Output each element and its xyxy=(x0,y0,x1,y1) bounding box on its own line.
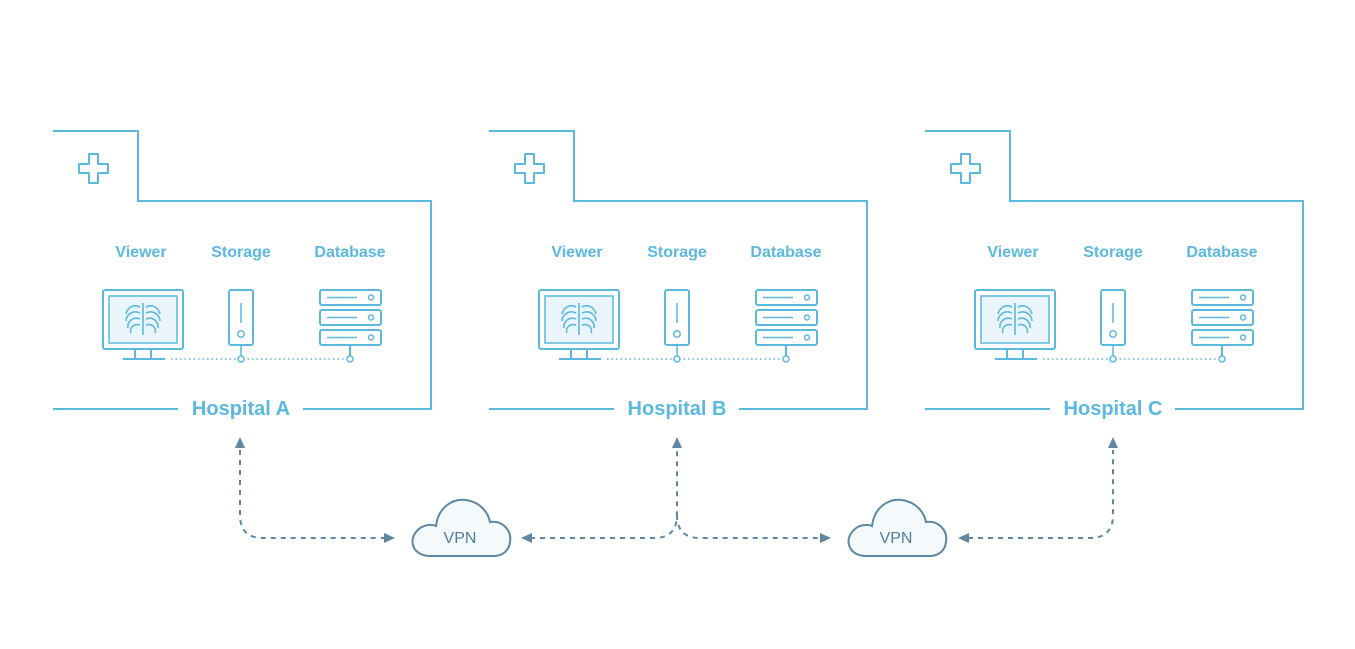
connection-b-vpn1 xyxy=(530,450,678,539)
storage-label: Storage xyxy=(1083,244,1143,261)
hospital-b: Viewer Storage Database Hospital B xyxy=(488,130,868,422)
storage-label: Storage xyxy=(211,244,271,261)
arrow-up-icon xyxy=(1108,437,1118,448)
arrow-up-icon xyxy=(672,437,682,448)
storage-label: Storage xyxy=(647,244,707,261)
arrow-right-icon xyxy=(820,533,831,543)
hospital-name: Hospital B xyxy=(628,398,727,420)
label-backdrop xyxy=(179,396,303,422)
label-backdrop xyxy=(615,396,739,422)
connection-b-vpn2 xyxy=(676,514,822,539)
vpn-cloud-2: VPN xyxy=(847,498,948,557)
arrowheads xyxy=(235,437,1118,543)
database-label: Database xyxy=(314,244,385,261)
arrow-left-icon xyxy=(958,533,969,543)
database-label: Database xyxy=(1186,244,1257,261)
connection-a-vpn1 xyxy=(239,450,386,539)
vpn-label: VPN xyxy=(880,530,913,547)
connection-c-vpn2 xyxy=(968,450,1114,539)
label-backdrop xyxy=(1051,396,1175,422)
arrow-left-icon xyxy=(521,533,532,543)
arrow-right-icon xyxy=(384,533,395,543)
hospital-a: Viewer Storage Database Hospital A xyxy=(52,130,432,422)
hospital-name: Hospital A xyxy=(192,398,290,420)
cloud-icon xyxy=(847,498,948,557)
viewer-label: Viewer xyxy=(551,244,602,261)
hospital-c: Viewer Storage Database Hospital C xyxy=(924,130,1304,422)
vpn-label: VPN xyxy=(444,530,477,547)
vpn-cloud-1: VPN xyxy=(411,498,512,557)
cloud-icon xyxy=(411,498,512,557)
vpn-connections xyxy=(239,450,1114,539)
hospital-name: Hospital C xyxy=(1064,398,1163,420)
arrow-up-icon xyxy=(235,437,245,448)
viewer-label: Viewer xyxy=(115,244,166,261)
database-label: Database xyxy=(750,244,821,261)
viewer-label: Viewer xyxy=(987,244,1038,261)
